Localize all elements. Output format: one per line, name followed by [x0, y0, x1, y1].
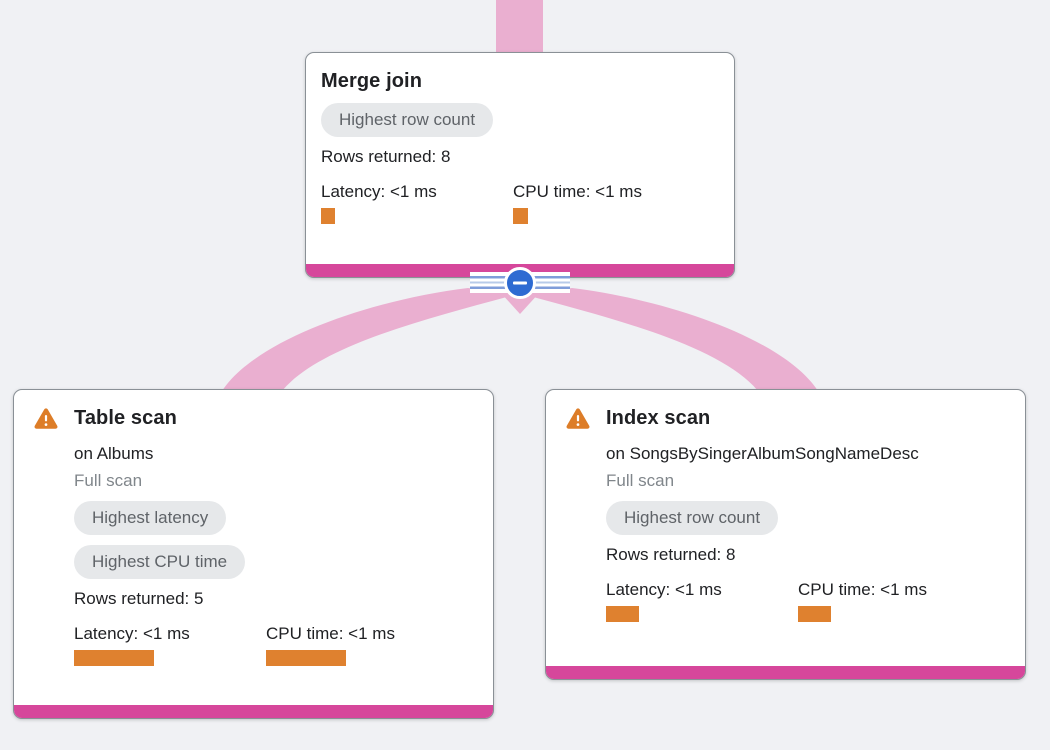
metrics-row: Latency: <1 ms CPU time: <1 ms — [74, 624, 478, 666]
node-index-scan[interactable]: Index scan on SongsBySingerAlbumSongName… — [545, 389, 1026, 680]
status-badge: Highest latency — [74, 501, 227, 535]
metrics-row: Latency: <1 ms CPU time: <1 ms — [321, 182, 719, 224]
node-accent-bar — [546, 666, 1025, 679]
node-title: Index scan — [606, 407, 711, 429]
metrics-row: Latency: <1 ms CPU time: <1 ms — [606, 580, 1010, 622]
node-header: Index scan — [561, 406, 1010, 434]
cpu-label: CPU time: <1 ms — [513, 182, 642, 201]
latency-label: Latency: <1 ms — [74, 624, 190, 643]
edge-to-index-scan — [526, 288, 818, 391]
status-badge: Highest row count — [606, 501, 779, 535]
node-subtitle: on SongsBySingerAlbumSongNameDesc — [606, 444, 919, 463]
latency-label: Latency: <1 ms — [321, 182, 437, 201]
node-header: Table scan — [29, 406, 478, 434]
minus-icon — [513, 281, 527, 285]
node-merge-join[interactable]: Merge join Highest row count Rows return… — [305, 52, 735, 278]
status-badge: Highest CPU time — [74, 545, 246, 579]
edge-to-table-scan — [222, 288, 514, 391]
latency-label: Latency: <1 ms — [606, 580, 722, 599]
node-title: Table scan — [74, 407, 177, 429]
node-subtitle: on Albums — [74, 444, 154, 463]
cpu-metric: CPU time: <1 ms — [513, 182, 705, 224]
cpu-bar — [266, 650, 346, 666]
node-title: Merge join — [321, 70, 423, 92]
latency-bar — [606, 606, 639, 622]
edge-button-wedge — [500, 292, 540, 314]
warning-icon — [29, 406, 74, 434]
edge-parent-top — [496, 0, 543, 58]
latency-metric: Latency: <1 ms — [321, 182, 513, 224]
collapse-children-button[interactable] — [504, 267, 536, 299]
cpu-metric: CPU time: <1 ms — [798, 580, 990, 622]
rows-returned-text: Rows returned: 8 — [606, 545, 736, 564]
cpu-bar — [798, 606, 831, 622]
status-badge: Highest row count — [321, 103, 494, 137]
rows-returned-text: Rows returned: 5 — [74, 589, 204, 608]
rows-returned-text: Rows returned: 8 — [321, 147, 451, 166]
scan-type-text: Full scan — [74, 471, 143, 490]
scan-type-text: Full scan — [606, 471, 675, 490]
latency-metric: Latency: <1 ms — [606, 580, 798, 622]
node-table-scan[interactable]: Table scan on Albums Full scan Highest l… — [13, 389, 494, 719]
cpu-metric: CPU time: <1 ms — [266, 624, 458, 666]
warning-icon — [561, 406, 606, 434]
cpu-bar — [513, 208, 528, 224]
latency-bar — [74, 650, 154, 666]
cpu-label: CPU time: <1 ms — [798, 580, 927, 599]
latency-metric: Latency: <1 ms — [74, 624, 266, 666]
node-accent-bar — [14, 705, 493, 718]
latency-bar — [321, 208, 335, 224]
cpu-label: CPU time: <1 ms — [266, 624, 395, 643]
